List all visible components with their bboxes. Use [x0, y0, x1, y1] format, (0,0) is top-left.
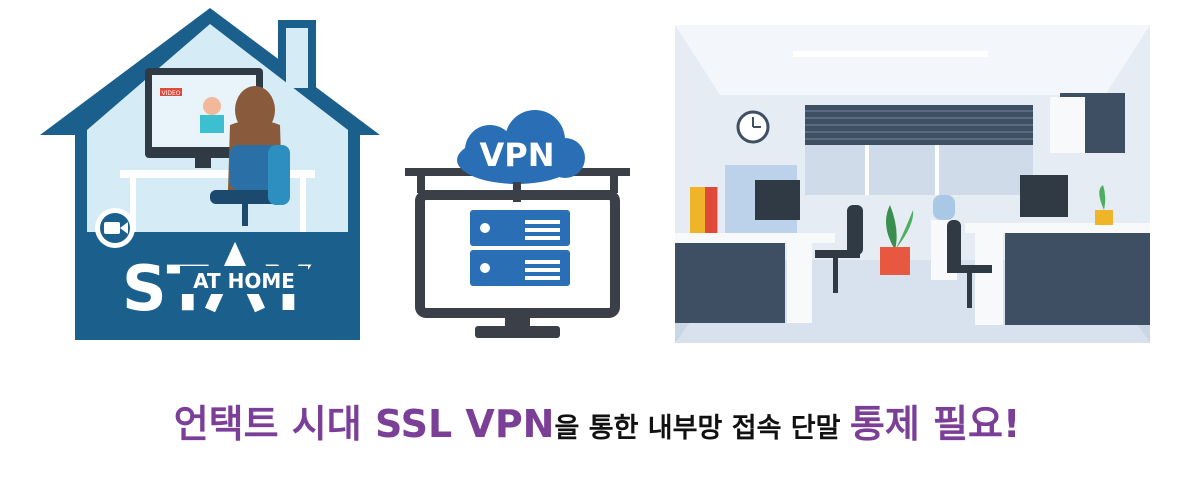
- cloud-icon: [457, 110, 585, 184]
- plant-icon: [880, 205, 914, 275]
- at-home-text: AT HOME: [193, 269, 295, 293]
- office-chair-icon: [815, 205, 863, 293]
- stay-at-home-illustration: VIDEO ST Y AT HOME: [40, 8, 380, 340]
- server-rack-icon: [470, 210, 570, 286]
- wall-clock-icon: [736, 110, 770, 144]
- vpn-illustration: VPN: [405, 110, 630, 338]
- video-badge: VIDEO: [161, 90, 180, 97]
- caption-part1: 언택트 시대 SSL VPN: [173, 402, 555, 446]
- office-illustration: [675, 25, 1150, 343]
- caption-part3: 통제 필요!: [849, 402, 1021, 446]
- caption: 언택트 시대 SSL VPN을 통한 내부망 접속 단말 통제 필요!: [0, 400, 1194, 456]
- video-camera-icon: [95, 208, 135, 248]
- monitor-icon: [415, 190, 620, 338]
- vpn-cloud-label: VPN: [480, 136, 555, 174]
- caption-part2: 을 통한 내부망 접속 단말: [554, 413, 850, 444]
